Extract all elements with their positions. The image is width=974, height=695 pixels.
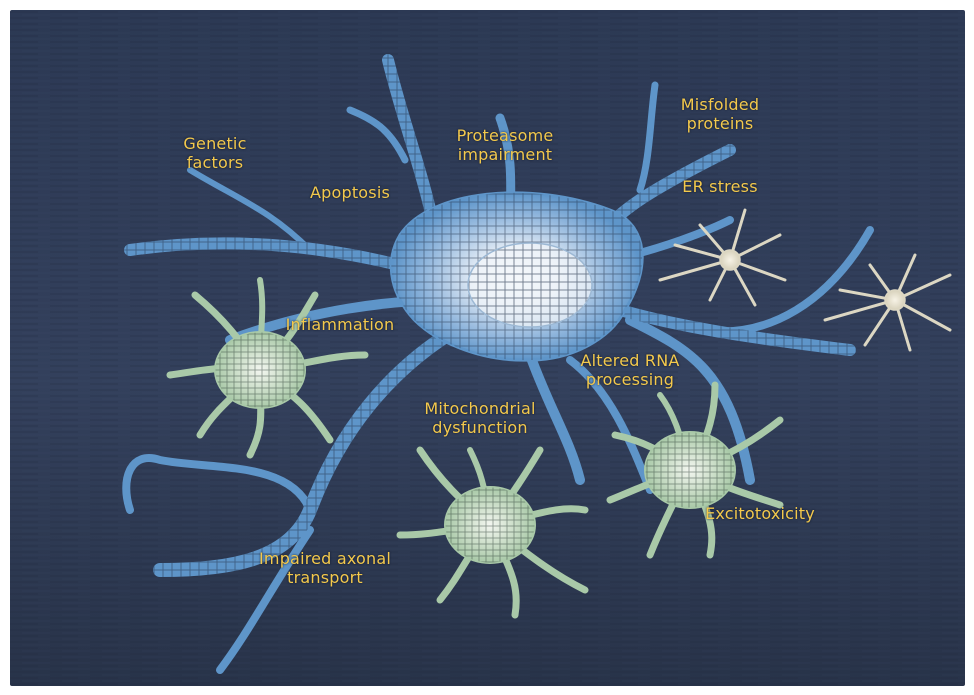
label-genetic-factors: Genetic factors xyxy=(170,134,260,172)
label-apoptosis: Apoptosis xyxy=(300,183,400,202)
label-inflammation: Inflammation xyxy=(280,315,400,334)
label-impaired-axonal-transport: Impaired axonal transport xyxy=(250,549,400,587)
label-er-stress: ER stress xyxy=(670,177,770,196)
label-proteasome-impairment: Proteasome impairment xyxy=(445,126,565,164)
label-altered-rna-processing: Altered RNA processing xyxy=(570,351,690,389)
label-misfolded-proteins: Misfolded proteins xyxy=(670,95,770,133)
neuron-illustration xyxy=(10,10,965,686)
label-mitochondrial-dysfunction: Mitochondrial dysfunction xyxy=(415,399,545,437)
label-excitotoxicity: Excitotoxicity xyxy=(700,504,820,523)
illustration-canvas: Genetic factors Proteasome impairment Mi… xyxy=(10,10,965,686)
